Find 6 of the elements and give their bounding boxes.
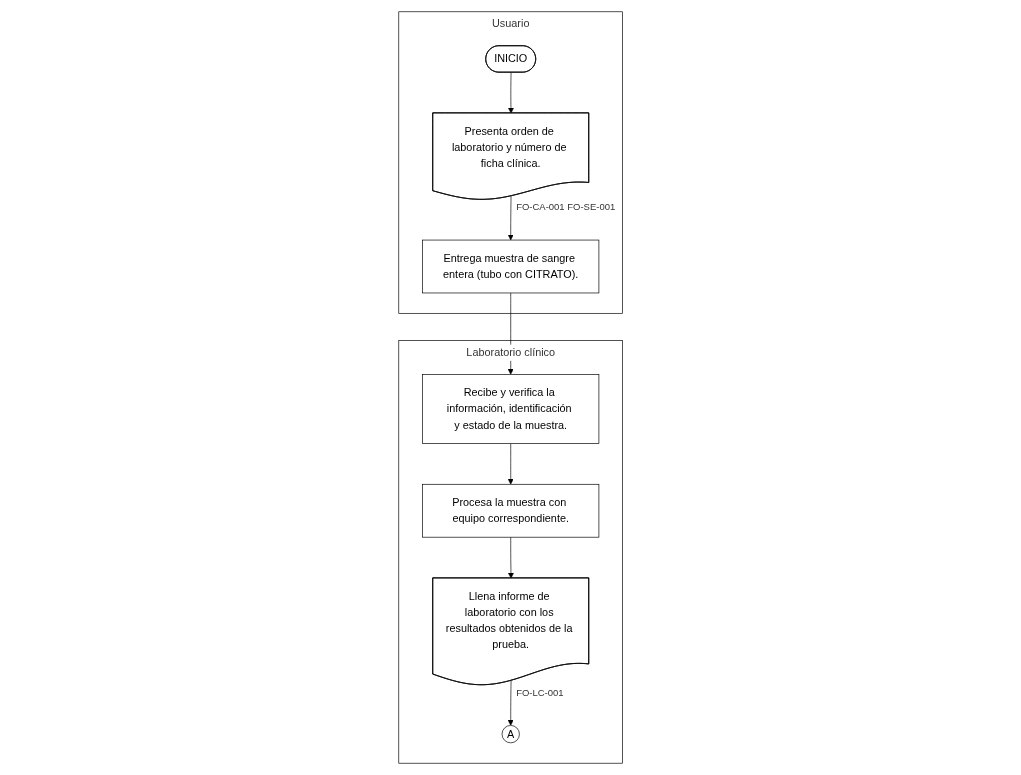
node-box: Entrega muestra de sangre entera (tubo con CITRATO).: [421, 239, 600, 294]
node-box: Recibe y verifica la información, identificación y estado de la muestra.: [421, 374, 600, 444]
document-code: FO-CA-001 FO-SE-001: [515, 201, 615, 213]
node-box: Procesa la muestra con equipo correspondiente.: [421, 483, 600, 538]
node-circle: A: [501, 725, 520, 744]
document-code: FO-LC-001: [515, 686, 564, 698]
